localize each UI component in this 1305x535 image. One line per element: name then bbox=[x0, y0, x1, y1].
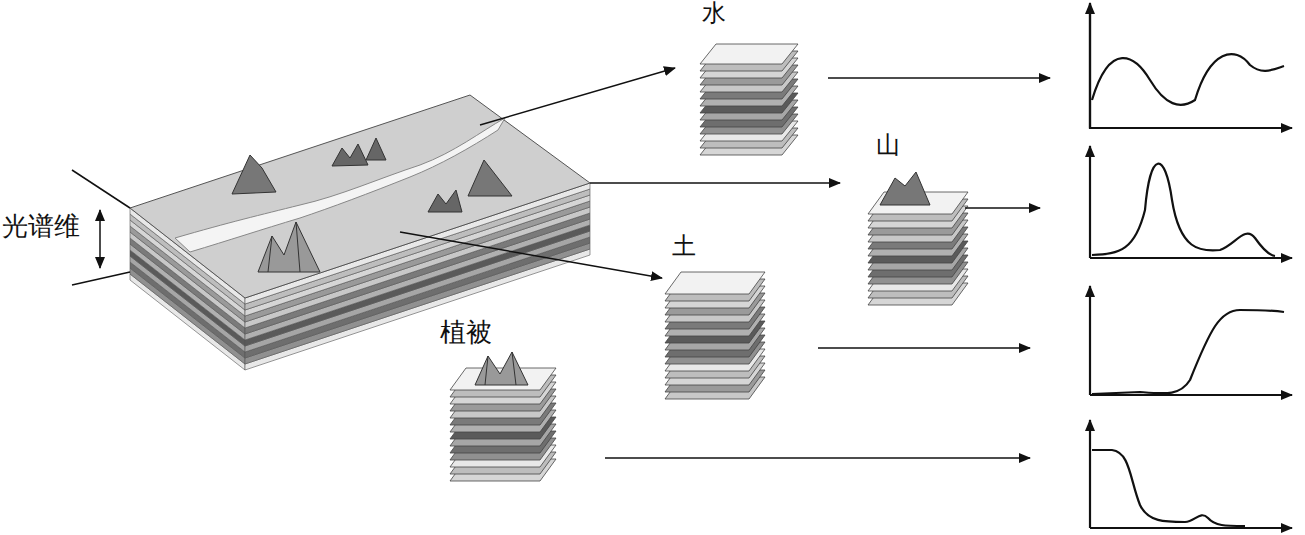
text-label: 土 bbox=[672, 233, 696, 259]
stack-icons bbox=[475, 172, 930, 385]
text-label: 光谱维 bbox=[2, 212, 80, 241]
pixel-spectra-stacks bbox=[450, 44, 968, 481]
text-label: 山 bbox=[876, 132, 900, 158]
arrows bbox=[400, 68, 1050, 458]
text-label: 植被 bbox=[440, 318, 492, 347]
spectral-dimension-marker bbox=[72, 170, 130, 285]
spectral-curves bbox=[1090, 3, 1292, 528]
cube-top bbox=[130, 95, 590, 298]
text-label: 水 bbox=[702, 0, 726, 26]
